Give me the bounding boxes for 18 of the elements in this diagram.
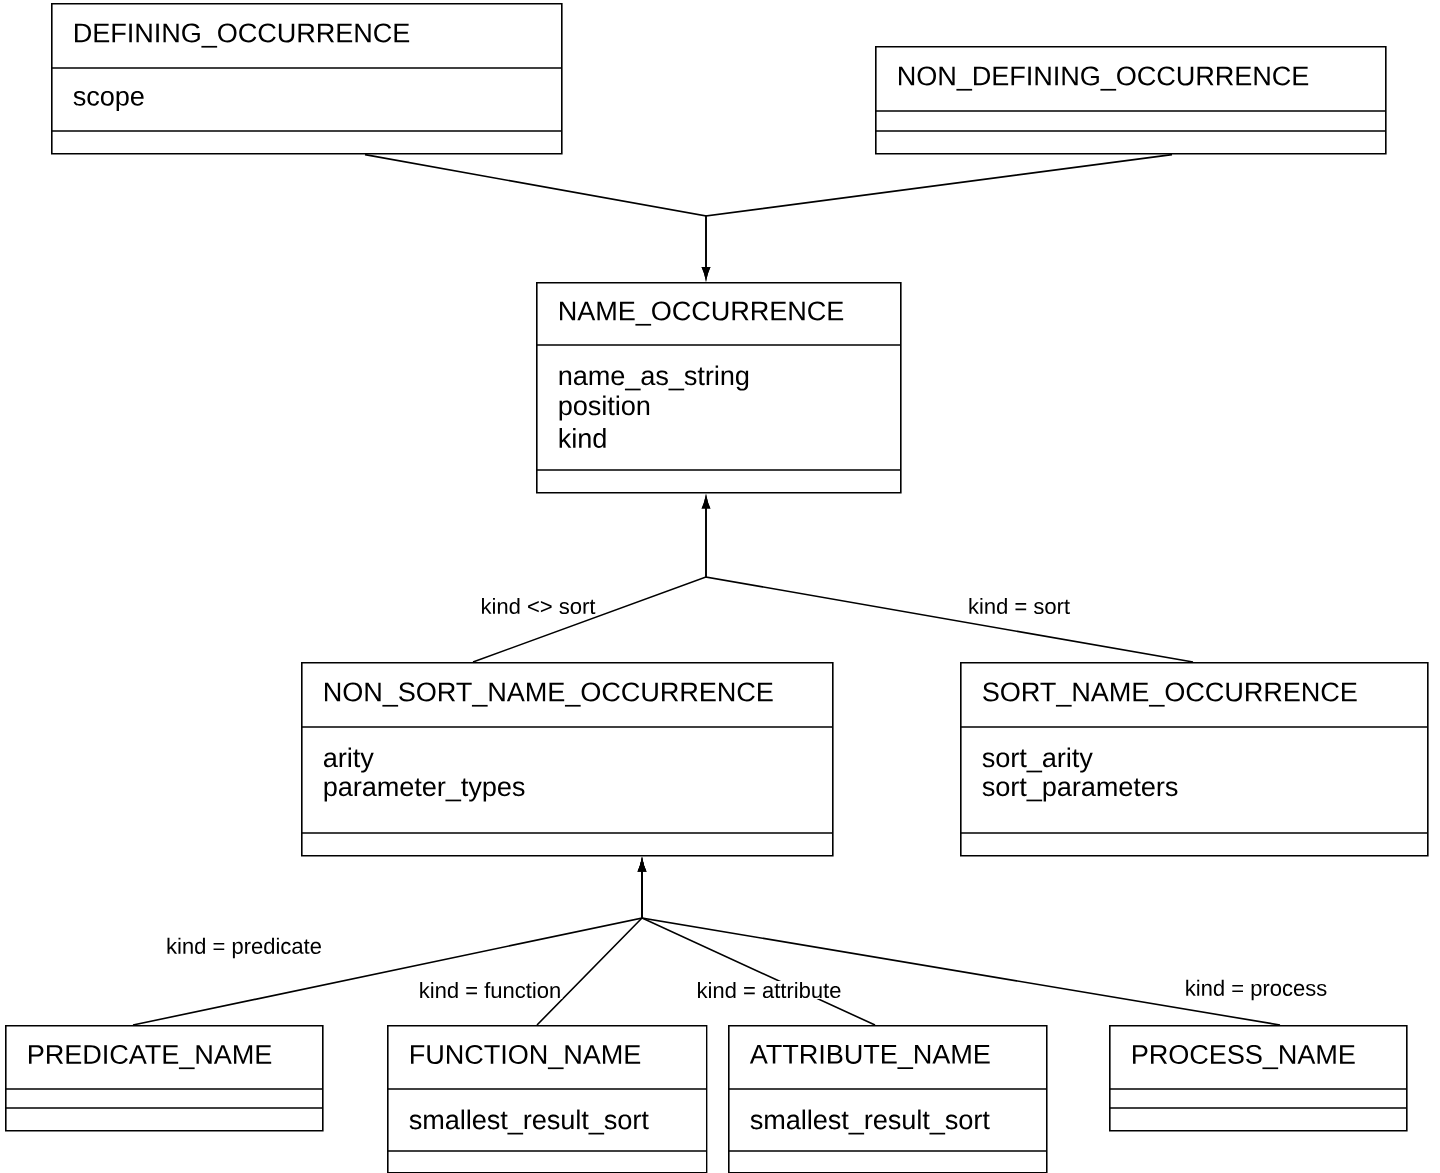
arrow: [701, 496, 1194, 663]
class-box: DEFINING_OCCURRENCE scope: [50, 3, 563, 155]
edge-label: kind = predicate: [165, 936, 323, 960]
edge-label: kind = function: [417, 980, 563, 1000]
class-box: ATTRIBUTE_NAME smallest_result_sort: [727, 1025, 1048, 1173]
class-box: NAME_OCCURRENCE name_as_string position kind: [535, 282, 902, 494]
edge-label: kind = process: [1183, 978, 1329, 1002]
class-box: NON_SORT_NAME_OCCURRENCE arity parameter_types: [300, 662, 834, 857]
class-box: NON_DEFINING_OCCURRENCE: [874, 46, 1387, 155]
class-box: FUNCTION_NAME smallest_result_sort: [386, 1025, 708, 1173]
edge-label: kind = attribute: [695, 980, 843, 1000]
arrow: [701, 153, 1173, 279]
class-box: PREDICATE_NAME: [4, 1025, 324, 1132]
class-box: PROCESS_NAME: [1108, 1025, 1408, 1132]
edge-label: kind = sort: [966, 596, 1072, 616]
class-box: SORT_NAME_OCCURRENCE sort_arity sort_parameters: [959, 662, 1429, 857]
arrow: [637, 859, 1281, 1026]
edge-label: kind <> sort: [479, 596, 597, 616]
